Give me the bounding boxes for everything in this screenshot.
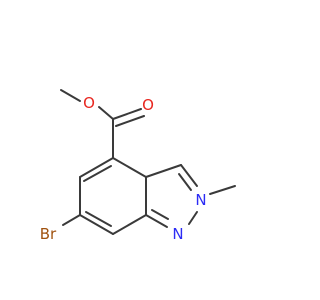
bond-c6-bromine xyxy=(62,214,81,226)
bond-n2-n1 xyxy=(188,211,198,225)
bromine-label: Br xyxy=(40,225,57,243)
bond-oxygen-carbonyl xyxy=(98,106,114,120)
bond-n2-methyl xyxy=(209,185,236,195)
bond-c4-c5-inner xyxy=(83,165,112,182)
bond-carbonyl-double-b xyxy=(115,115,145,127)
bond-layer xyxy=(60,89,236,235)
bond-n1-c7a-a xyxy=(145,214,168,228)
bond-n1-c7a-b xyxy=(151,209,169,220)
molecule-structure: O O Br N N xyxy=(40,89,236,243)
bond-c3-n2-inner xyxy=(178,173,192,191)
bond-c4-c5 xyxy=(79,157,114,178)
bond-c3a-c4 xyxy=(112,157,147,178)
bond-c3-n2 xyxy=(180,164,198,187)
atom-label-layer: O O Br N N xyxy=(40,94,207,243)
bond-c6-c7-inner xyxy=(85,211,112,227)
bond-c7-c7a xyxy=(112,214,147,235)
bond-carbonyl-double-a xyxy=(112,108,142,120)
bond-c3a-c3 xyxy=(145,164,182,178)
bond-methyl-oxygen xyxy=(60,89,81,102)
methyl-nitrogen-label: N xyxy=(195,191,206,209)
carbonyl-oxygen-label: O xyxy=(142,96,154,114)
ring-nitrogen-label: N xyxy=(172,225,183,243)
ester-oxygen-label: O xyxy=(83,94,95,112)
bond-c6-c7 xyxy=(79,214,114,235)
